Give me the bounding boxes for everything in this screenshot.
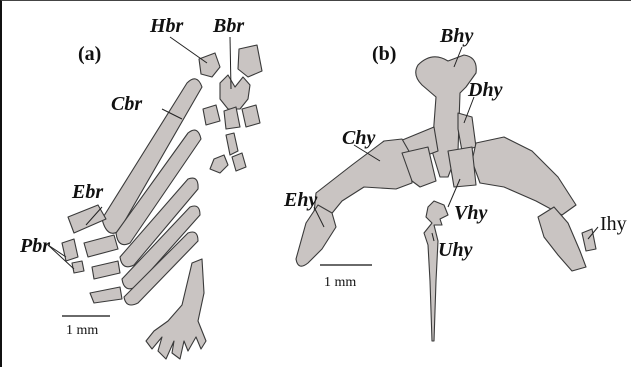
- label-uhy: Uhy: [438, 239, 473, 261]
- panel-b-drawing: [296, 55, 596, 341]
- epibranchial-2: [84, 235, 118, 257]
- label-ehy: Ehy: [283, 189, 317, 211]
- epibranchial-4: [90, 287, 122, 303]
- hypobranchial-bone: [199, 53, 220, 77]
- label-hbr: Hbr: [149, 15, 184, 37]
- ceratohyal-left: [314, 139, 412, 223]
- basibranchial-upper-bone: [238, 45, 262, 77]
- panel-a-label: (a): [78, 43, 101, 65]
- label-dhy: Dhy: [467, 79, 503, 101]
- label-ebr: Ebr: [71, 181, 103, 203]
- label-chy: Chy: [342, 127, 375, 149]
- panel-b-label: (b): [372, 43, 396, 65]
- basibranchial-piece-6: [232, 153, 246, 171]
- panel-b-scale-label: 1 mm: [324, 275, 356, 290]
- basibranchial-piece-5: [210, 155, 228, 173]
- label-cbr: Cbr: [111, 93, 142, 115]
- epihyal-left: [296, 205, 336, 266]
- epihyal-right: [538, 207, 586, 271]
- label-bhy: Bhy: [439, 25, 473, 47]
- ceratohyal-right: [472, 137, 576, 215]
- urohyal-bone: [424, 201, 448, 341]
- basibranchial-bone: [220, 75, 250, 109]
- label-pbr: Pbr: [19, 235, 50, 257]
- label-ihy: Ihy: [600, 213, 627, 235]
- basibranchial-piece-1: [203, 105, 220, 125]
- basibranchial-piece-4: [226, 133, 238, 155]
- panel-a-scale-label: 1 mm: [66, 323, 98, 338]
- ceratohyal-right-inner: [448, 147, 476, 187]
- pharyngobranchial-2: [72, 261, 84, 273]
- dorsohyal-right: [458, 113, 476, 151]
- epibranchial-3: [92, 261, 120, 279]
- pharyngobranchial-1: [62, 239, 78, 261]
- basibranchial-piece-3: [242, 105, 260, 127]
- label-vhy: Vhy: [454, 202, 487, 224]
- label-bbr: Bbr: [212, 15, 244, 37]
- basibranchial-piece-2: [224, 107, 240, 129]
